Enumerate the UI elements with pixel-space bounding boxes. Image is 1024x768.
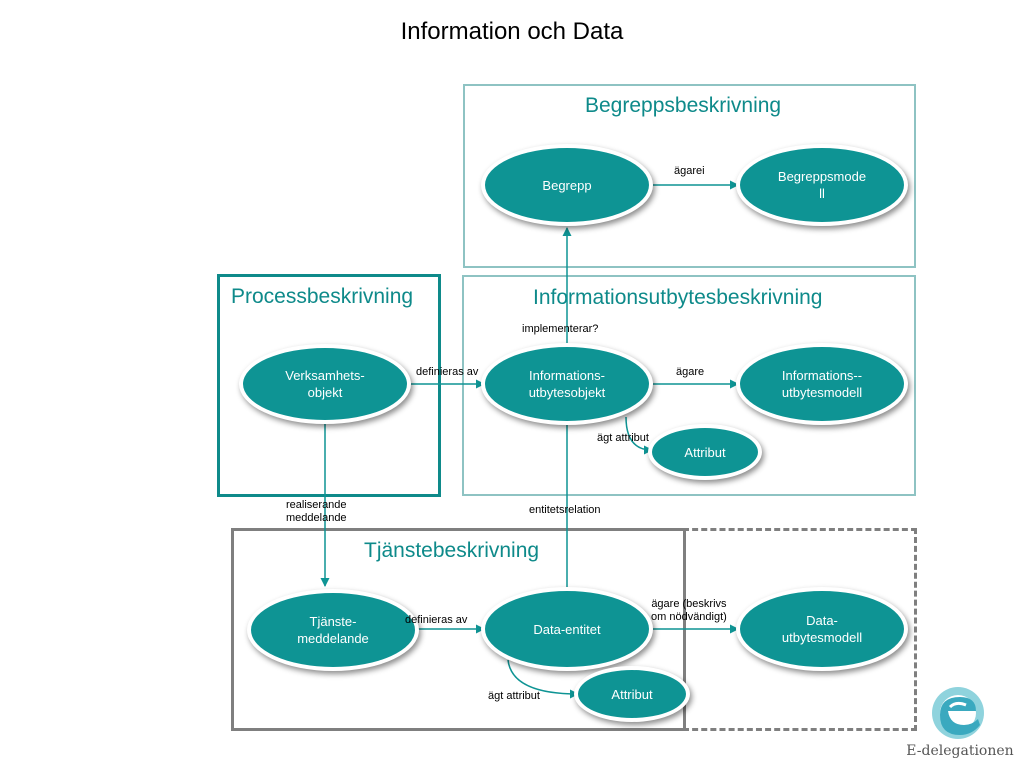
- node-datautbytesmodell: Data- utbytesmodell: [736, 587, 908, 671]
- node-begreppsmodell: Begreppsmode ll: [736, 144, 908, 226]
- label-definieras-av-1: definieras av: [416, 366, 479, 378]
- informationsutbytesbeskrivning-box: Informationsutbytesbeskrivning: [462, 275, 916, 496]
- processbeskrivning-box: Processbeskrivning: [217, 274, 441, 497]
- edge-agt-attribut-2: [507, 659, 579, 699]
- node-begreppsmodell-label: Begreppsmode ll: [777, 169, 867, 201]
- informationsutbytesbeskrivning-title: Informationsutbytesbeskrivning: [533, 286, 823, 309]
- edge-agt-attribut-1: [625, 416, 653, 455]
- node-informationsutbytesmodell-label: Informations-- utbytesmodell: [781, 368, 863, 400]
- label-entitetsrelation: entitetsrelation: [529, 504, 601, 516]
- begreppsbeskrivning-box: Begreppsbeskrivning: [463, 84, 916, 268]
- node-tjanstemeddelande-label: Tjänste- meddelande: [297, 614, 369, 646]
- node-tjanstemeddelande: Tjänste- meddelande: [247, 589, 419, 671]
- node-informationsutbytesobjekt-label: Informations- utbytesobjekt: [528, 368, 606, 400]
- label-agare-2: ägare (beskrivs om nödvändigt): [651, 598, 727, 623]
- e-delegationen-logo: E-delegationen: [900, 685, 1020, 765]
- label-implementerar: implementerar?: [522, 323, 599, 335]
- node-begrepp: Begrepp: [481, 144, 653, 226]
- label-definieras-av-2: definieras av: [405, 614, 468, 626]
- label-agt-attribut-2: ägt attribut: [488, 690, 540, 702]
- e-delegationen-logo-text: E-delegationen: [906, 743, 1014, 759]
- e-delegationen-logo-mark: [932, 687, 984, 739]
- node-attribut-1: Attribut: [648, 424, 762, 480]
- node-attribut-2: Attribut: [574, 666, 690, 722]
- node-informationsutbytesmodell: Informations-- utbytesmodell: [736, 343, 908, 425]
- node-datautbytesmodell-label: Data- utbytesmodell: [781, 613, 863, 645]
- page-title: Information och Data: [400, 18, 624, 45]
- tjanstebeskrivning-title: Tjänstebeskrivning: [364, 539, 540, 562]
- processbeskrivning-title: Processbeskrivning: [231, 285, 414, 308]
- node-informationsutbytesobjekt: Informations- utbytesobjekt: [481, 343, 653, 425]
- label-agt-attribut-1: ägt attribut: [597, 432, 649, 444]
- begreppsbeskrivning-title: Begreppsbeskrivning: [585, 94, 782, 117]
- node-dataentitet: Data-entitet: [481, 587, 653, 671]
- node-verksamhetsobjekt-label: Verksamhets- objekt: [285, 368, 365, 400]
- label-realiserande: realiserande meddelande: [286, 499, 347, 524]
- node-verksamhetsobjekt: Verksamhets- objekt: [239, 344, 411, 424]
- label-agarei: ägarei: [674, 165, 705, 177]
- label-agare-1: ägare: [676, 366, 705, 378]
